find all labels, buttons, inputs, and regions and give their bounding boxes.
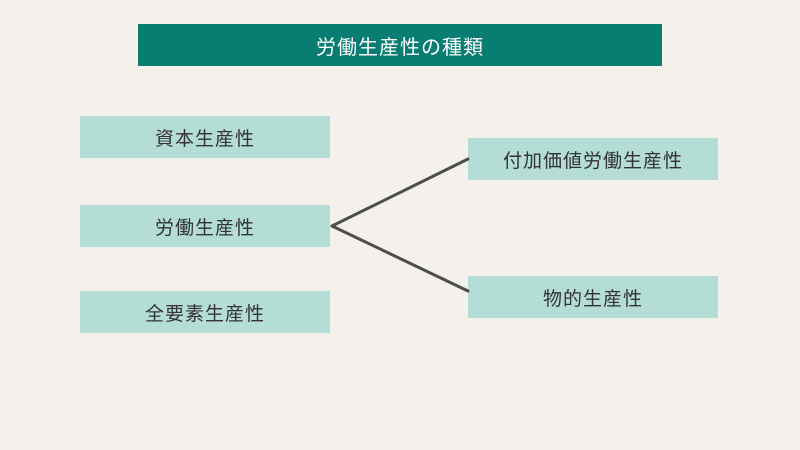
node-capital-productivity: 資本生産性: [80, 116, 330, 158]
node-value-added-labor-productivity: 付加価値労働生産性: [468, 138, 718, 180]
connector-labor-to-value-added: [330, 157, 470, 228]
connector-labor-to-physical: [330, 224, 470, 293]
node-total-factor-productivity: 全要素生産性: [80, 291, 330, 333]
diagram-title: 労働生産性の種類: [138, 24, 662, 66]
node-labor-productivity: 労働生産性: [80, 205, 330, 247]
node-physical-productivity: 物的生産性: [468, 276, 718, 318]
